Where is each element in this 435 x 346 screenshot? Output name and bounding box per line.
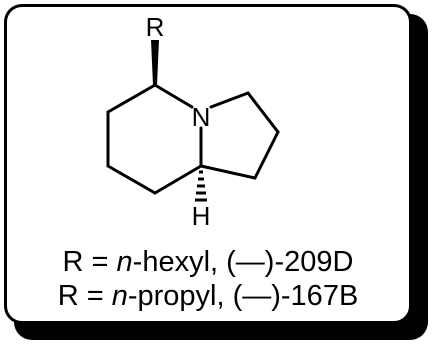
bond-c5-n <box>153 83 194 109</box>
hashed-bond-h <box>195 170 207 202</box>
bond-c5-c6 <box>106 83 157 114</box>
caption-2-rest: -propyl, (—)-167B <box>127 280 359 312</box>
structure-card <box>4 4 412 324</box>
caption-2-italic: n <box>111 280 128 312</box>
atom-label-h: H <box>192 201 211 231</box>
wedge-bond-r <box>151 40 159 85</box>
bond-c1-c8a <box>199 164 257 180</box>
piperidine-ring-bonds <box>106 83 203 195</box>
pyrrolidine-ring-bonds <box>199 91 280 180</box>
caption-1-italic: n <box>116 246 133 278</box>
bond-c2-c1 <box>253 130 280 180</box>
bond-c3-c2 <box>246 91 280 134</box>
caption-1-prefix: R = <box>62 246 117 278</box>
atom-label-r: R <box>146 12 165 42</box>
bond-n-c3 <box>209 91 250 109</box>
bond-c8-c8a <box>153 164 203 195</box>
bond-c7-c8 <box>106 164 157 195</box>
caption-line-1: R = n-hexyl, (—)-209D <box>4 246 412 278</box>
atom-label-n: N <box>192 102 211 132</box>
caption-line-2: R = n-propyl, (—)-167B <box>4 280 412 312</box>
caption-1-rest: -hexyl, (—)-209D <box>132 246 354 278</box>
caption-2-prefix: R = <box>57 280 112 312</box>
